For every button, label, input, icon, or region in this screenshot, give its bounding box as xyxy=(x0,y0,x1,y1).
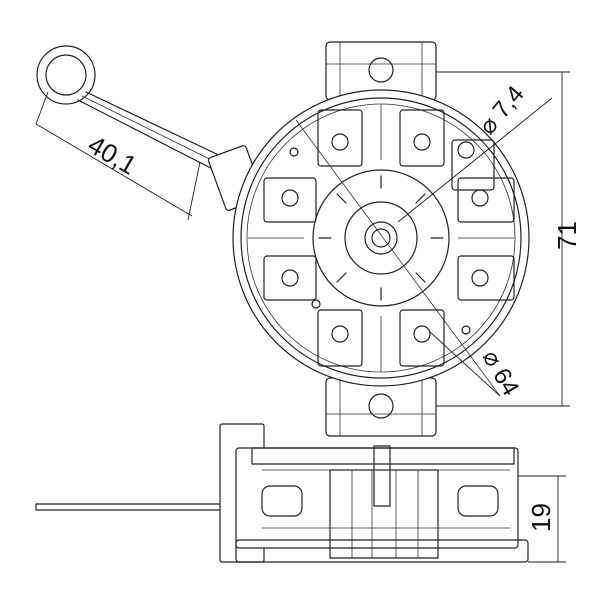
lever-handle xyxy=(36,45,265,211)
central-hub xyxy=(312,169,450,307)
top-view xyxy=(36,41,530,437)
dimension-handle-length: 40,1 xyxy=(35,91,201,221)
side-view xyxy=(35,423,529,563)
top-mounting-ear xyxy=(325,41,437,101)
outer-diameter-label: ⌀ 64 xyxy=(477,346,524,401)
handle-length-label: 40,1 xyxy=(83,129,142,180)
total-height-label: 71 xyxy=(552,221,582,250)
dimension-thickness: 19 xyxy=(518,475,566,563)
dimension-total-height: 71 xyxy=(436,71,582,407)
contact-cells xyxy=(248,104,515,372)
thickness-label: 19 xyxy=(526,503,556,532)
bottom-mounting-ear xyxy=(325,377,437,437)
main-body xyxy=(232,89,530,387)
